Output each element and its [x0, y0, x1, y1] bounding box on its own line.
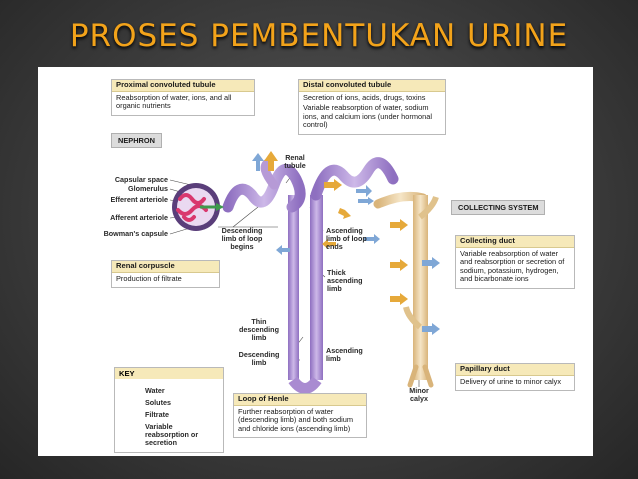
nephron-illustration	[117, 151, 440, 437]
label-bowmans-capsule: Bowman's capsule	[103, 229, 168, 238]
solute-arrow	[390, 219, 408, 231]
papillary-duct-box: Papillary duct Delivery of urine to mino…	[455, 363, 575, 392]
proximal-tubule-shape	[222, 158, 306, 213]
renal-corpuscle-box: Renal corpuscle Production of filtrate	[111, 260, 220, 289]
renal-corpuscle-shape	[172, 183, 224, 231]
proximal-tubule-box: Proximal convoluted tubule Reabsorption …	[111, 79, 255, 116]
loop-of-henle-box: Loop of Henle Further reabsorption of wa…	[233, 393, 367, 439]
water-arrow	[364, 234, 380, 244]
label-renal-tubule: Renal tubule	[284, 153, 306, 170]
label-efferent-arteriole: Efferent arteriole	[110, 195, 168, 204]
renal-corpuscle-text: Production of filtrate	[116, 273, 182, 283]
water-arrow	[358, 197, 374, 205]
label-minor-calyx: Minor calyx	[409, 386, 429, 403]
collecting-duct-shape	[373, 192, 439, 388]
proximal-tubule-title: Proximal convoluted tubule	[112, 80, 254, 92]
label-ascending-limb: Ascending limb	[326, 346, 363, 363]
label-afferent-arteriole: Afferent arteriole	[110, 213, 168, 222]
solute-arrow	[324, 179, 342, 191]
distal-tubule-title: Distal convoluted tubule	[299, 80, 445, 92]
solute-arrow	[322, 239, 336, 249]
solute-arrow	[390, 293, 408, 305]
label-thin-descending-limb: Thin descending limb	[239, 317, 279, 342]
label-glomerulus: Glomerulus	[128, 184, 168, 193]
solute-arrow	[338, 208, 351, 219]
water-arrow	[356, 185, 372, 197]
proximal-tubule-text: Reabsorption of water, ions, and all org…	[116, 92, 232, 111]
key-label-filtrate: Filtrate	[145, 410, 169, 419]
label-ascending-limb-ends: Ascending limb of loop ends	[326, 226, 367, 251]
diagram-panel: Proximal convoluted tubule Reabsorption …	[38, 67, 593, 456]
collecting-duct-text: Variable reabsorption of water and reabs…	[460, 248, 565, 284]
water-arrow	[252, 153, 264, 171]
key-title: KEY	[115, 368, 223, 379]
key-label-variable: Variable reabsorption or secretion	[145, 422, 199, 447]
solute-arrow	[264, 151, 278, 171]
key-label-solutes: Solutes	[145, 398, 171, 407]
label-thick-ascending-limb: Thick ascending limb	[327, 268, 363, 293]
collecting-duct-box: Collecting duct Variable reabsorption of…	[455, 235, 575, 289]
water-arrow	[276, 245, 290, 255]
key-box: KEY Water Solutes Filtrate Variable reab…	[114, 367, 224, 453]
loop-of-henle-text: Further reabsorption of water (descendin…	[238, 406, 354, 433]
collecting-duct-title: Collecting duct	[456, 236, 574, 248]
slide-title: PROSES PEMBENTUKAN URINE	[69, 18, 569, 54]
papillary-duct-text: Delivery of urine to minor calyx	[460, 376, 562, 386]
distal-tubule-box: Distal convoluted tubule Secretion of io…	[298, 79, 446, 135]
label-descending-limb-begins: Descending limb of loop begins	[221, 226, 263, 251]
label-descending-limb: Descending limb	[238, 350, 280, 367]
solute-arrow	[390, 259, 408, 271]
loop-of-henle-shape	[288, 157, 399, 394]
collecting-system-tag: COLLECTING SYSTEM	[451, 200, 546, 215]
papillary-duct-title: Papillary duct	[456, 364, 574, 376]
renal-corpuscle-title: Renal corpuscle	[112, 261, 219, 273]
water-arrow	[422, 257, 440, 269]
process-arrows	[252, 151, 440, 335]
loop-of-henle-title: Loop of Henle	[234, 394, 366, 406]
distal-tubule-text-1: Secretion of ions, acids, drugs, toxins	[303, 92, 426, 102]
label-capsular-space: Capsular space	[114, 175, 168, 184]
nephron-tag: NEPHRON	[111, 133, 162, 148]
key-label-water: Water	[145, 386, 165, 395]
water-arrow	[422, 323, 440, 335]
distal-tubule-text-2: Variable reabsorption of water, sodium i…	[303, 103, 432, 130]
